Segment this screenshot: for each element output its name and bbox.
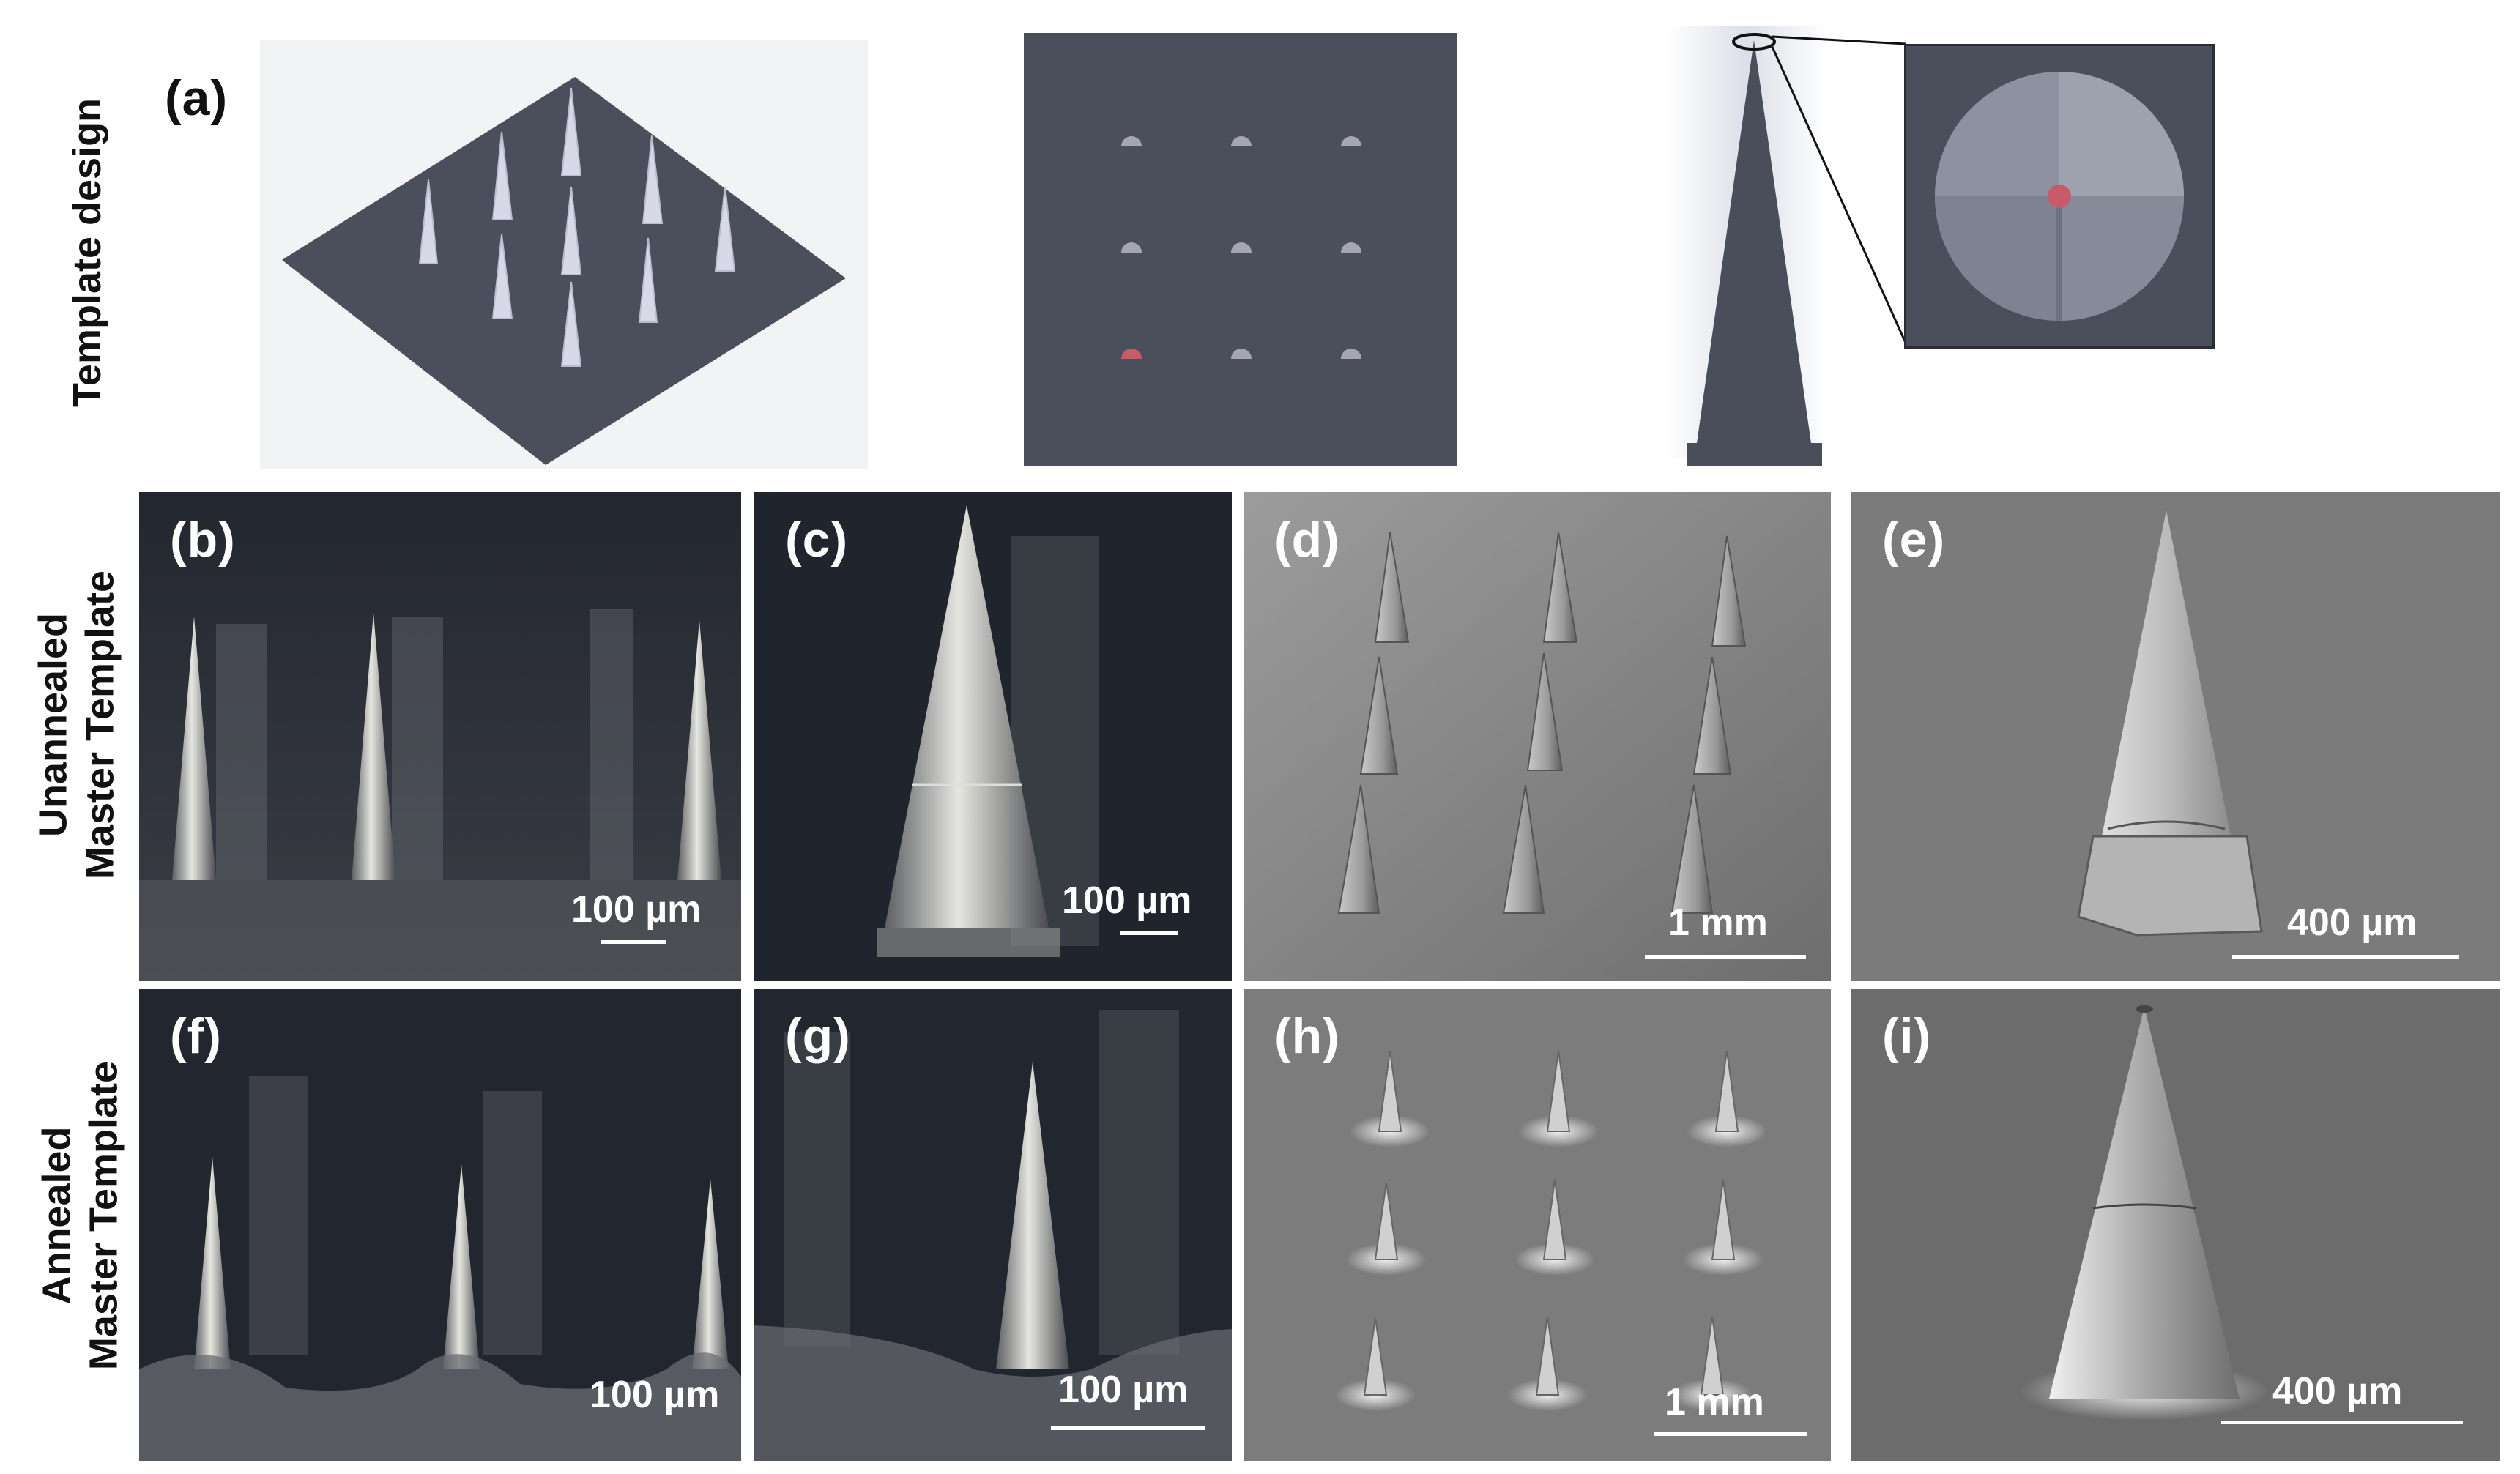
optical-b-graphic [139, 492, 741, 981]
panel-label-d: (d) [1274, 512, 1340, 567]
panel-label-h: (h) [1274, 1008, 1340, 1064]
panel-a-isometric-design [260, 40, 868, 469]
row-label-unannealed: Unannealed Master Template [31, 570, 122, 880]
scale-line-i [2221, 1421, 2463, 1424]
needle-side-graphic [1666, 26, 1827, 466]
scale-line-b [601, 940, 666, 944]
scale-label-g: 100 µm [1058, 1369, 1189, 1411]
panel-f-optical-array: (f) 100 µm [139, 989, 741, 1461]
scale-label-f: 100 µm [590, 1374, 720, 1416]
panel-d-sem-array: (d) 1 mm [1244, 492, 1831, 981]
top-view-graphic [1121, 136, 1361, 359]
optical-c-graphic [754, 492, 1232, 981]
panel-label-f: (f) [170, 1008, 222, 1064]
panel-h-sem-array: (h) 1 mm [1244, 989, 1831, 1461]
panel-label-g: (g) [785, 1008, 851, 1064]
scale-line-e [2232, 955, 2459, 959]
panel-b-optical-array: (b) 100 µm [139, 492, 741, 981]
panel-label-a: (a) [165, 70, 228, 126]
panel-label-i: (i) [1882, 1008, 1932, 1064]
scale-line-g [1051, 1426, 1205, 1430]
row-label-annealed: Annealed Master Template [34, 1060, 125, 1371]
panel-e-sem-single: (e) 400 µm [1851, 492, 2500, 981]
scale-line-h [1654, 1432, 1807, 1436]
scale-line-d [1645, 955, 1806, 959]
panel-label-e: (e) [1882, 512, 1946, 567]
row-label-template-design: Template design [65, 97, 110, 408]
panel-a-tip-inset [1904, 44, 2215, 349]
sem-i-graphic [1851, 989, 2500, 1461]
inset-callout-lines [1771, 35, 1907, 343]
panel-c-optical-single: (c) 100 µm [754, 492, 1232, 981]
panel-a-top-view [1024, 33, 1457, 466]
isometric-array-graphic [282, 77, 846, 465]
sem-h-graphic [1244, 989, 1831, 1461]
scale-label-i: 400 µm [2272, 1370, 2403, 1412]
scale-label-d: 1 mm [1668, 901, 1768, 944]
scale-label-e: 400 µm [2287, 901, 2417, 944]
scale-label-c: 100 µm [1062, 879, 1192, 922]
scale-label-h: 1 mm [1665, 1381, 1764, 1423]
panel-label-c: (c) [785, 512, 849, 567]
sem-d-graphic [1244, 492, 1831, 981]
panel-g-optical-single: (g) 100 µm [754, 989, 1232, 1461]
tip-inset-graphic [1935, 72, 2184, 321]
panel-i-sem-single: (i) 400 µm [1851, 989, 2500, 1461]
optical-f-graphic [139, 989, 741, 1461]
panel-label-b: (b) [170, 512, 236, 567]
panel-a-needle-side-view [1651, 26, 1860, 472]
sem-e-graphic [1851, 492, 2500, 981]
scale-label-b: 100 µm [571, 888, 702, 931]
scale-line-c [1120, 931, 1178, 935]
